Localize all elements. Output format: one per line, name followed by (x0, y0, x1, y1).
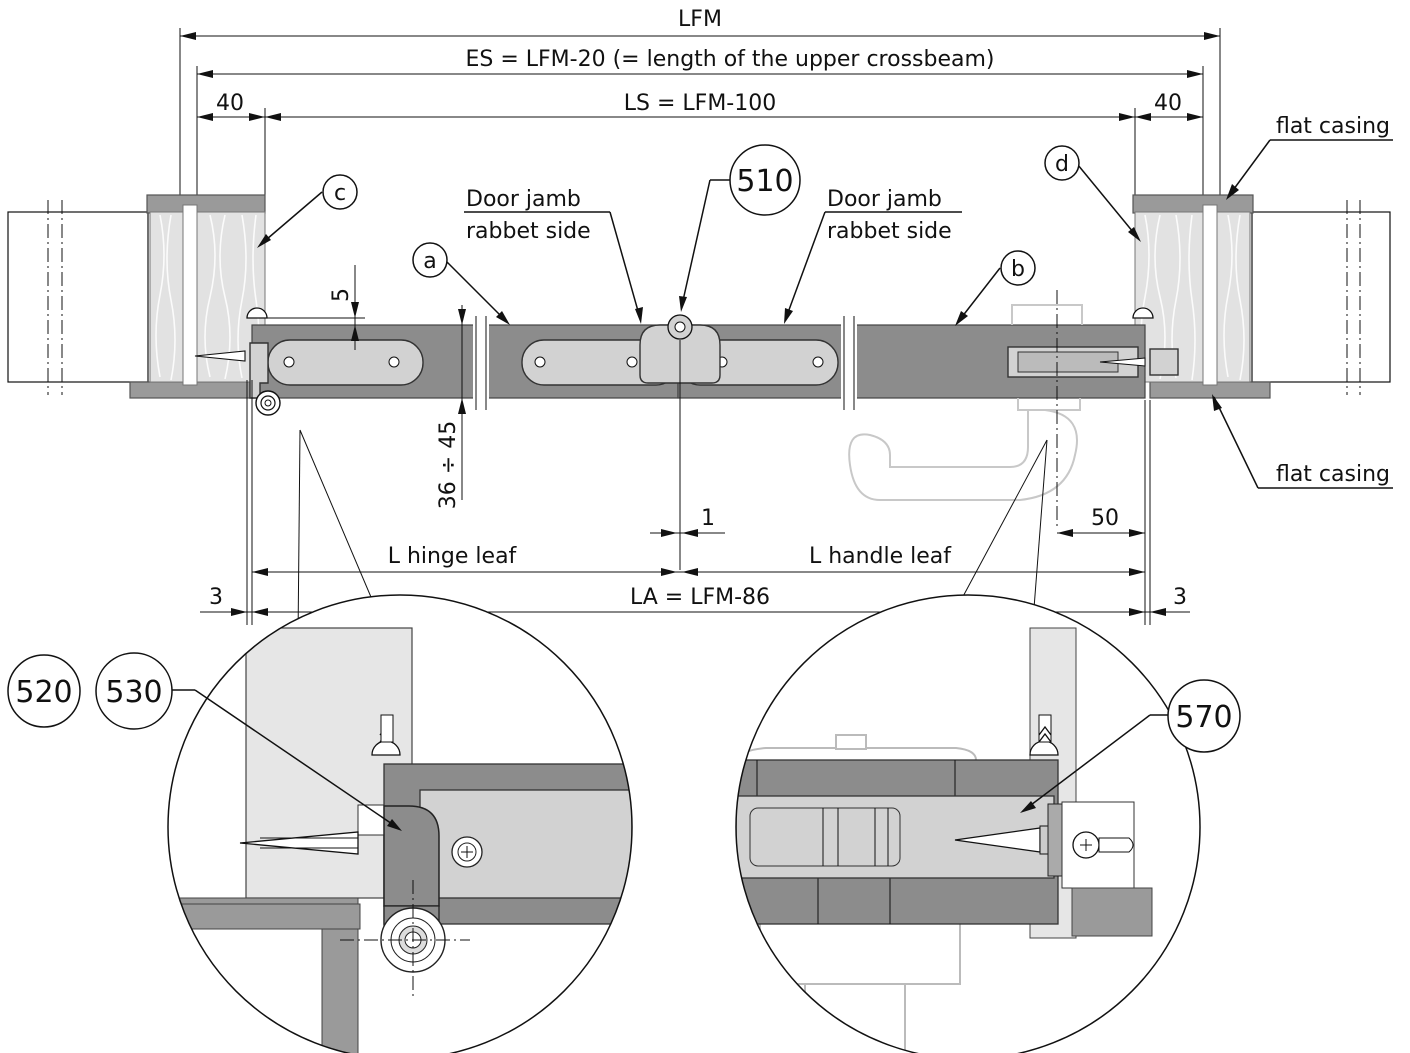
callout-c-text: c (334, 181, 346, 206)
dim-la-label: LA = LFM-86 (630, 585, 770, 610)
door-jamb-1-line2: rabbet side (466, 219, 591, 244)
callout-510: 510 (679, 144, 801, 312)
detail-handle-closeup (735, 594, 1201, 1053)
dim-right-3-label: 3 (1173, 585, 1187, 610)
label-door-jamb-1: Door jamb rabbet side (464, 187, 643, 324)
dim-l-handle-leaf-label: L handle leaf (809, 544, 952, 569)
callout-530-text: 530 (105, 675, 162, 710)
dimension-5: 5 (262, 265, 365, 350)
dim-right-40-label: 40 (1154, 91, 1182, 116)
dimension-lfm: LFM (179, 7, 1221, 196)
label-flat-casing-top: flat casing (1226, 114, 1393, 200)
callout-570-text: 570 (1175, 700, 1232, 735)
door-jamb-1-line1: Door jamb (466, 187, 581, 212)
dim-ls-label: LS = LFM-100 (624, 91, 776, 116)
door-handle-ghost (848, 290, 1083, 530)
right-door-frame (1132, 194, 1271, 399)
dimension-1: 1 (650, 506, 725, 537)
callout-530: 530 (95, 652, 402, 831)
dimension-leaf-height: 36 ÷ 45 (436, 305, 466, 509)
central-pivot-510 (639, 314, 721, 570)
label-door-jamb-2: Door jamb rabbet side (784, 187, 962, 324)
dimension-es: ES = LFM-20 (= length of the upper cross… (196, 47, 1204, 196)
flat-casing-bottom-text: flat casing (1276, 462, 1390, 487)
dimension-50: 50 (1057, 506, 1145, 537)
door-leaf-hinge (249, 316, 679, 416)
callout-a: a (412, 242, 510, 325)
callout-c: c (257, 174, 358, 248)
dim-lfm-label: LFM (678, 7, 722, 32)
left-door-frame (129, 194, 268, 399)
left-wall (7, 200, 149, 395)
callout-b-text: b (1011, 257, 1025, 282)
dim-leaf-height-label: 36 ÷ 45 (436, 421, 461, 509)
detail-left-leader-1 (297, 429, 301, 641)
dim-5-label: 5 (329, 288, 354, 302)
dim-1-label: 1 (701, 506, 715, 531)
right-wall (1251, 200, 1391, 395)
callout-520-text: 520 (15, 675, 72, 710)
dim-left-40-label: 40 (216, 91, 244, 116)
callout-520: 520 (7, 654, 81, 728)
detail-hinge-closeup (167, 594, 633, 1053)
door-jamb-2-line2: rabbet side (827, 219, 952, 244)
callout-570: 570 (1020, 679, 1241, 813)
flat-casing-top-text: flat casing (1276, 114, 1390, 139)
dim-50-label: 50 (1091, 506, 1119, 531)
callout-b: b (955, 250, 1036, 326)
dim-l-hinge-leaf-label: L hinge leaf (388, 544, 518, 569)
dimension-leaf-lengths: L hinge leaf L handle leaf (252, 544, 1145, 576)
door-jamb-2-line1: Door jamb (827, 187, 942, 212)
label-flat-casing-bottom: flat casing (1212, 394, 1393, 489)
dim-es-label: ES = LFM-20 (= length of the upper cross… (465, 47, 994, 72)
callout-a-text: a (423, 249, 436, 274)
callout-d: d (1044, 145, 1141, 242)
callout-510-text: 510 (736, 164, 793, 199)
door-leaf-handle (677, 316, 1179, 410)
dimension-ls: LS = LFM-100 40 40 (197, 91, 1203, 196)
callout-d-text: d (1055, 152, 1069, 177)
dim-left-3-label: 3 (209, 585, 223, 610)
